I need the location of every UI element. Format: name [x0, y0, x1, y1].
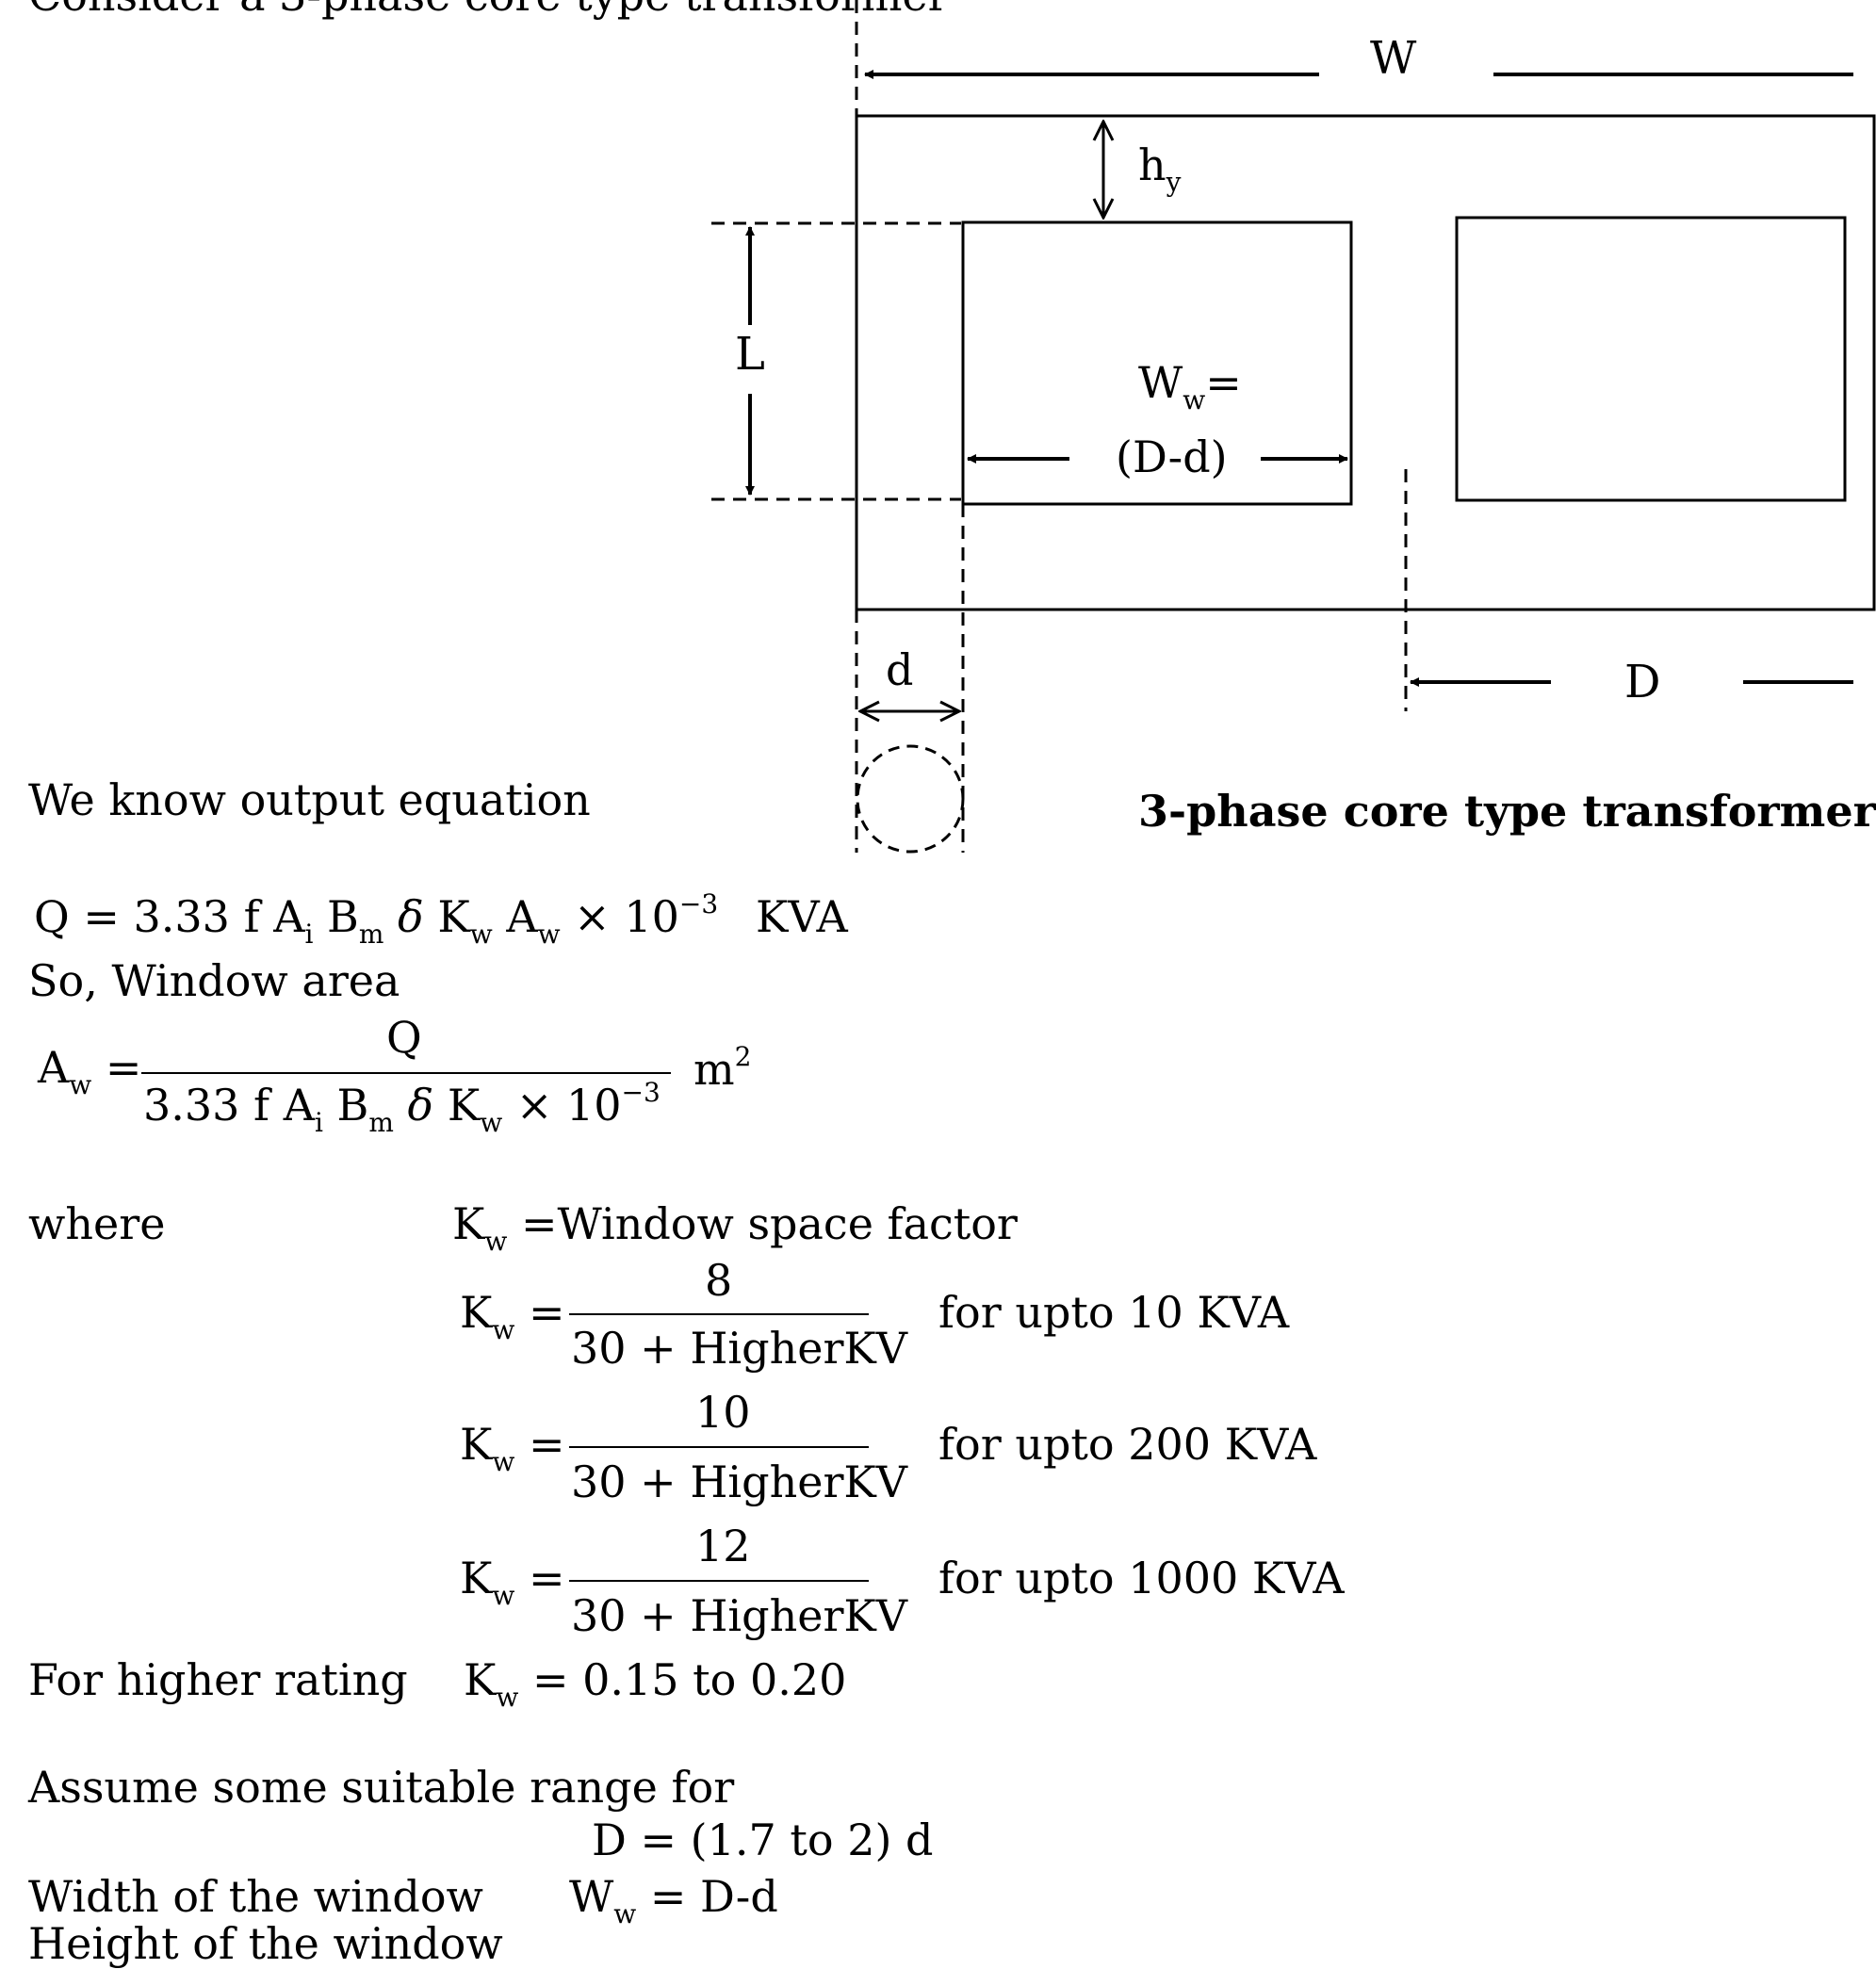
aw-numerator: Q	[386, 1012, 422, 1063]
label-W: W	[1370, 32, 1417, 85]
output-unit: KVA	[756, 891, 848, 942]
higher-rating-value: Kw = 0.15 to 0.20	[464, 1654, 847, 1713]
kw-row-2-bar	[569, 1446, 869, 1448]
kw-row-3-denominator: 30 + HigherKV	[571, 1590, 908, 1641]
aw-fraction-bar	[141, 1072, 671, 1074]
aw-unit: m2	[693, 1041, 752, 1095]
diagram-caption: 3-phase core type transformer	[1138, 786, 1876, 837]
core-frame	[855, 114, 1876, 611]
output-equation: Q = 3.33 f Ai Bm δ Kw Aw × 10−3	[34, 888, 719, 950]
kw-row-2-numerator: 10	[695, 1387, 751, 1438]
label-d: d	[886, 644, 914, 695]
aw-lhs: Aw =	[38, 1042, 142, 1100]
kw-row-1-bar	[569, 1313, 869, 1315]
height-window-text: Height of the window	[28, 1918, 503, 1969]
kw-row-1-denominator: 30 + HigherKV	[571, 1323, 908, 1374]
aw-denominator: 3.33 f Ai Bm δ Kw × 10−3	[143, 1077, 661, 1138]
kw-row-1-note: for upto 10 KVA	[938, 1287, 1290, 1338]
kw-row-2-denominator: 30 + HigherKV	[571, 1456, 908, 1507]
intro-text: Consider a 3-phase core type transformer	[28, 0, 949, 17]
label-hy: hy	[1138, 139, 1182, 198]
label-D: D	[1624, 656, 1661, 708]
window-left	[961, 220, 1353, 506]
kw-row-1-numerator: 8	[705, 1255, 733, 1306]
kw-row-3-numerator: 12	[695, 1521, 751, 1571]
window-right	[1455, 216, 1847, 502]
know-output-text: We know output equation	[28, 774, 591, 825]
kw-row-2-lhs: Kw =	[460, 1419, 565, 1477]
label-L: L	[735, 328, 765, 381]
assume-text: Assume some suitable range for	[28, 1762, 735, 1813]
higher-rating-text: For higher rating	[28, 1654, 408, 1705]
kw-definition: Kw =Window space factor	[452, 1198, 1018, 1257]
kw-row-3-note: for upto 1000 KVA	[938, 1553, 1345, 1603]
d-range-equation: D = (1.7 to 2) d	[592, 1814, 934, 1865]
label-Ww: Ww=	[1138, 357, 1242, 415]
kw-row-3-lhs: Kw =	[460, 1553, 565, 1611]
where-text: where	[28, 1198, 166, 1249]
label-D-minus-d: (D-d)	[1116, 431, 1228, 482]
kw-row-1-lhs: Kw =	[460, 1287, 565, 1345]
width-window-text: Width of the window	[28, 1871, 483, 1922]
kw-row-3-bar	[569, 1580, 869, 1582]
width-window-equation: Ww = D-d	[569, 1871, 778, 1929]
limb-circle	[856, 744, 965, 854]
kw-row-2-note: for upto 200 KVA	[938, 1419, 1317, 1470]
so-window-text: So, Window area	[28, 955, 400, 1006]
transformer-diagram	[711, 0, 1876, 854]
